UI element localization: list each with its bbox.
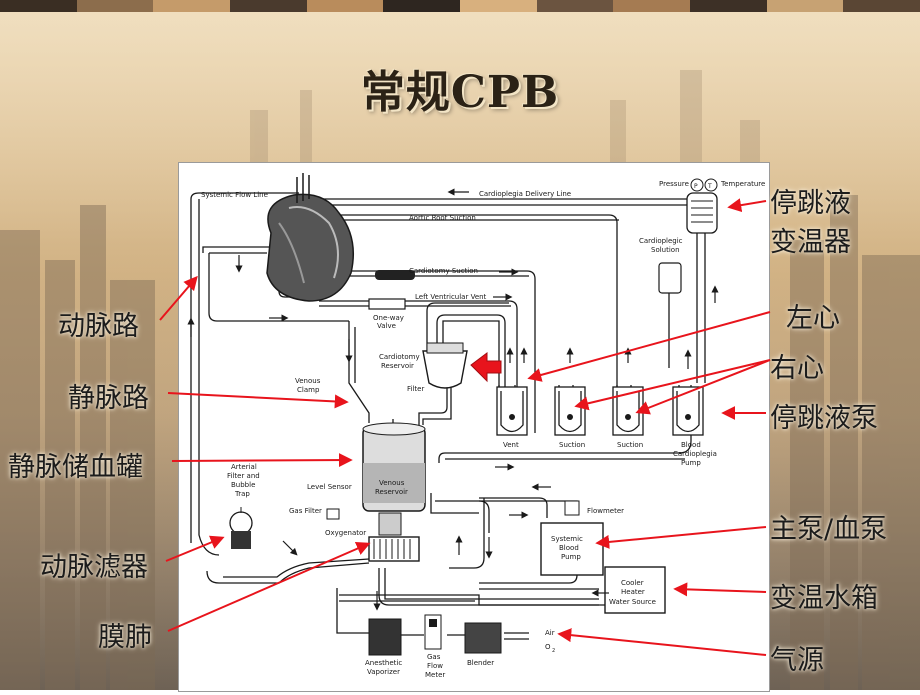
venous-reservoir-label-2: Reservoir (375, 488, 408, 496)
cardioplegic-solution-label-1: Cardioplegic (639, 237, 683, 245)
temperature-label: Temperature (720, 180, 765, 188)
cardiotomy-suction-label: Cardiotomy Suction (409, 267, 478, 275)
gas-flow-meter-label-3: Meter (425, 671, 445, 679)
arterial-filter-label-3: Bubble (231, 481, 255, 489)
anesthetic-vaporizer (368, 618, 402, 656)
label-main-pump: 主泵/血泵 (770, 514, 888, 545)
label-membrane-lung: 膜肺 (98, 622, 152, 653)
flowmeter (564, 500, 580, 516)
cardioplegia-heat-exchanger (686, 178, 718, 234)
arterial-filter (229, 507, 253, 549)
label-venous-line: 静脉路 (68, 383, 149, 414)
vent-label: Vent (503, 441, 519, 449)
top-decorative-strip (0, 0, 920, 12)
cooler-heater-label-1: Cooler (621, 579, 644, 587)
cardiotomy-reservoir-label-1: Cardiotomy (379, 353, 420, 361)
label-left-heart: 左心 (786, 303, 840, 334)
o2-label: O (545, 643, 551, 651)
arterial-filter-label-2: Filter and (227, 472, 260, 480)
cardiotomy-reservoir-label-2: Reservoir (381, 362, 414, 370)
cpb-circuit-diagram: Systemic Flow Line Cardioplegia Delivery… (178, 162, 770, 692)
label-arterial-filter: 动脉滤器 (40, 552, 148, 583)
vaporizer-label-1: Anesthetic (365, 659, 402, 667)
heart-icon (266, 173, 354, 302)
circuit-svg: Systemic Flow Line Cardioplegia Delivery… (187, 173, 765, 679)
systemic-flow-line-label: Systemic Flow Line (201, 191, 268, 199)
label-cardioplegia-exchanger-1: 停跳液 (770, 188, 851, 219)
cooler-heater (604, 566, 666, 614)
suction-2-label: Suction (617, 441, 643, 449)
gas-flow-meter-label-1: Gas (427, 653, 441, 661)
red-flow-arrow (470, 352, 502, 383)
pressure-label: Pressure (659, 180, 689, 188)
gauge-p-label: P (694, 183, 698, 190)
air-label: Air (545, 629, 555, 637)
label-cardioplegia-pump: 停跳液泵 (770, 403, 878, 434)
label-gas-source: 气源 (770, 645, 824, 676)
suction-1-label: Suction (559, 441, 585, 449)
label-arterial-line: 动脉路 (58, 311, 139, 342)
venous-reservoir-label-1: Venous (379, 479, 405, 487)
oxygenator (368, 512, 420, 562)
arterial-filter-label-4: Trap (234, 490, 250, 498)
arterial-filter-label-1: Arterial (231, 463, 257, 471)
venous-clamp-label-2: Clamp (297, 386, 320, 394)
oxygenator-label: Oxygenator (325, 529, 366, 537)
cardioplegia-delivery-line-label: Cardioplegia Delivery Line (479, 190, 571, 198)
one-way-valve-label-2: Valve (377, 322, 396, 330)
bcp-label-2: Cardioplegia (673, 450, 717, 458)
cardioplegic-bag (658, 262, 682, 294)
blender (464, 622, 502, 654)
one-way-valve-label-1: One-way (373, 314, 404, 322)
systemic-blood-pump (540, 522, 604, 576)
gas-filter-label: Gas Filter (289, 507, 322, 515)
systemic-pump-label-3: Pump (561, 553, 581, 561)
one-way-valve (368, 298, 406, 310)
bcp-label-3: Pump (681, 459, 701, 467)
label-venous-reservoir: 静脉储血罐 (8, 452, 143, 483)
venous-reservoir (362, 422, 426, 512)
filter-label: Filter (407, 385, 424, 393)
aortic-root-suction-label: Aortic Root Suction (409, 214, 476, 222)
flowmeter-label: Flowmeter (587, 507, 624, 515)
label-cardioplegia-exchanger-2: 变温器 (770, 227, 851, 258)
systemic-pump-label-1: Systemic (551, 535, 583, 543)
slide-title: 常规CPB (360, 67, 560, 118)
label-right-heart: 右心 (770, 353, 824, 384)
cardioplegic-solution-label-2: Solution (651, 246, 680, 254)
suction-wand-icon (375, 270, 415, 280)
gas-flow-meter-label-2: Flow (427, 662, 443, 670)
o2-subscript: 2 (552, 648, 555, 654)
gas-filter (326, 508, 340, 520)
systemic-pump-label-2: Blood (559, 544, 579, 552)
label-heater-cooler: 变温水箱 (770, 583, 878, 614)
bcp-label-1: Blood (681, 441, 701, 449)
lv-vent-label: Left Ventricular Vent (415, 293, 487, 301)
cardiotomy-reservoir (422, 342, 468, 389)
level-sensor-label: Level Sensor (307, 483, 352, 491)
vaporizer-label-2: Vaporizer (367, 668, 400, 676)
gauge-t-label: T (707, 183, 712, 190)
cooler-heater-label-3: Water Source (609, 598, 656, 606)
venous-clamp-label-1: Venous (295, 377, 321, 385)
cooler-heater-label-2: Heater (621, 588, 645, 596)
blender-label: Blender (467, 659, 494, 667)
